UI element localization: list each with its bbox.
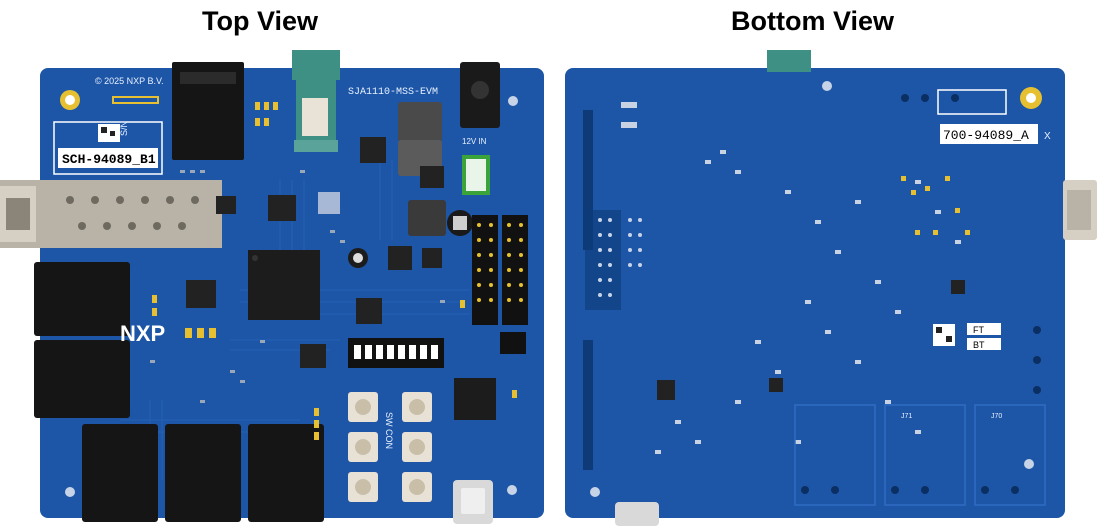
gold-pad <box>112 96 159 104</box>
test-points <box>152 102 517 440</box>
pin-header-1 <box>472 215 498 325</box>
power-label: 12V IN <box>462 137 487 146</box>
sfp-cage <box>0 180 222 248</box>
inductor <box>408 200 446 236</box>
schematic-label: SCH-94089_B1 <box>62 152 156 167</box>
label-outline <box>937 89 1007 115</box>
rj-connector-bottom-3 <box>248 424 324 522</box>
part-suffix: X <box>1044 131 1051 142</box>
ic-chip <box>186 280 216 308</box>
ft-label-box <box>967 323 1001 335</box>
nxp-logo: NXP <box>120 321 165 346</box>
switch-group-label: SW CON <box>384 412 394 449</box>
mcu-chip <box>454 378 496 420</box>
ic-chip <box>422 248 442 268</box>
inductor <box>398 102 442 142</box>
dip-switch <box>348 338 444 368</box>
copyright-text: © 2025 NXP B.V. <box>95 76 164 86</box>
mounting-hole <box>590 487 600 497</box>
ft-label: FT <box>973 325 984 335</box>
mounting-hole <box>65 487 75 497</box>
small-header <box>500 332 526 354</box>
gold-pads <box>901 176 970 235</box>
ic-chip <box>216 196 236 214</box>
pin-header-2 <box>502 215 528 325</box>
teal-connector-bottom <box>767 50 811 72</box>
rj-connector-bottom-2 <box>165 424 241 522</box>
through-hole-pins <box>801 94 1041 494</box>
sfp-body <box>0 180 222 248</box>
rj-connector-left-1 <box>34 262 130 336</box>
ic-chip <box>951 280 965 294</box>
bottom-view-board: 700-94089_A X FT BT <box>565 50 1097 526</box>
serial-label: S/N <box>119 121 129 136</box>
bt-label: BT <box>973 340 985 350</box>
mounting-hole <box>1024 459 1034 469</box>
smd-components <box>150 170 445 403</box>
smd-components <box>621 102 961 454</box>
ic-chip <box>300 344 326 368</box>
ic-chip <box>388 246 412 270</box>
connector-label-j71: J71 <box>901 413 912 420</box>
connector-outlines <box>794 404 1046 506</box>
teal-connector <box>292 50 340 80</box>
nxp-logo-text: NXP <box>120 321 165 346</box>
bt-label-box <box>967 338 1001 350</box>
ic-chip <box>360 137 386 163</box>
rj-connector-left-2 <box>34 340 130 418</box>
connector-label-j70: J70 <box>991 413 1002 420</box>
top-view-title: Top View <box>202 6 319 36</box>
ic-chip <box>657 380 675 400</box>
push-buttons <box>348 392 432 502</box>
via-field <box>583 110 621 470</box>
mounting-hole <box>507 485 517 495</box>
mounting-hole <box>822 81 832 91</box>
top-view-board: © 2025 NXP B.V. S/N SCH-94089_B1 SJA1110… <box>0 50 544 524</box>
part-label-box <box>940 124 1038 144</box>
bottom-view-title: Bottom View <box>731 6 895 36</box>
connector-black-top <box>172 62 244 160</box>
rj-connector-bottom-1 <box>82 424 158 522</box>
usb-c-bottom <box>615 502 659 526</box>
part-label: 700-94089_A <box>943 128 1029 143</box>
label-area: S/N SCH-94089_B1 <box>53 121 163 175</box>
ic-chip <box>420 166 444 188</box>
main-switch-ic <box>248 250 320 320</box>
ic-chip-light <box>318 192 340 214</box>
ic-chip <box>769 378 783 392</box>
mounting-hole <box>508 96 518 106</box>
ic-chip <box>356 298 382 324</box>
board-name: SJA1110-MSS-EVM <box>348 87 438 98</box>
ic-chip <box>268 195 296 221</box>
